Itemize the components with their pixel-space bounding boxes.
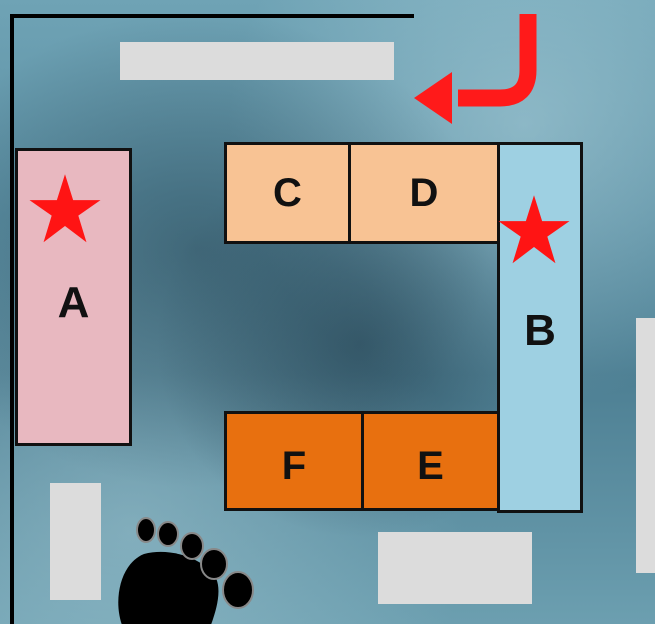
placeholder-box-top [120, 42, 394, 80]
curved-arrow-icon [410, 10, 550, 130]
room-b-label: B [524, 306, 556, 356]
curved-arrow-head [414, 72, 452, 124]
footprint-icon [104, 512, 264, 624]
room-e: E [361, 411, 500, 511]
top-wall [10, 14, 414, 18]
footprint-toe [223, 572, 253, 608]
left-wall [10, 14, 14, 624]
star-icon [28, 172, 102, 246]
footprint-toe [181, 533, 203, 559]
room-f: F [224, 411, 364, 511]
room-f-label: F [282, 444, 306, 489]
curved-arrow-shaft [458, 14, 528, 98]
star-icon [497, 193, 571, 267]
footprint-toe [137, 518, 155, 542]
placeholder-box-right [636, 318, 655, 573]
room-c-label: C [273, 171, 302, 216]
room-d: D [348, 142, 500, 244]
footprint-toe [201, 549, 227, 579]
footprint-toe [158, 522, 178, 546]
room-d-label: D [410, 171, 439, 216]
placeholder-box-left [50, 483, 101, 600]
star-icon-shape [498, 195, 569, 263]
room-c: C [224, 142, 351, 244]
room-e-label: E [417, 444, 444, 489]
placeholder-box-bottom [378, 532, 532, 604]
star-icon-shape [29, 174, 100, 242]
room-a-label: A [58, 278, 90, 328]
